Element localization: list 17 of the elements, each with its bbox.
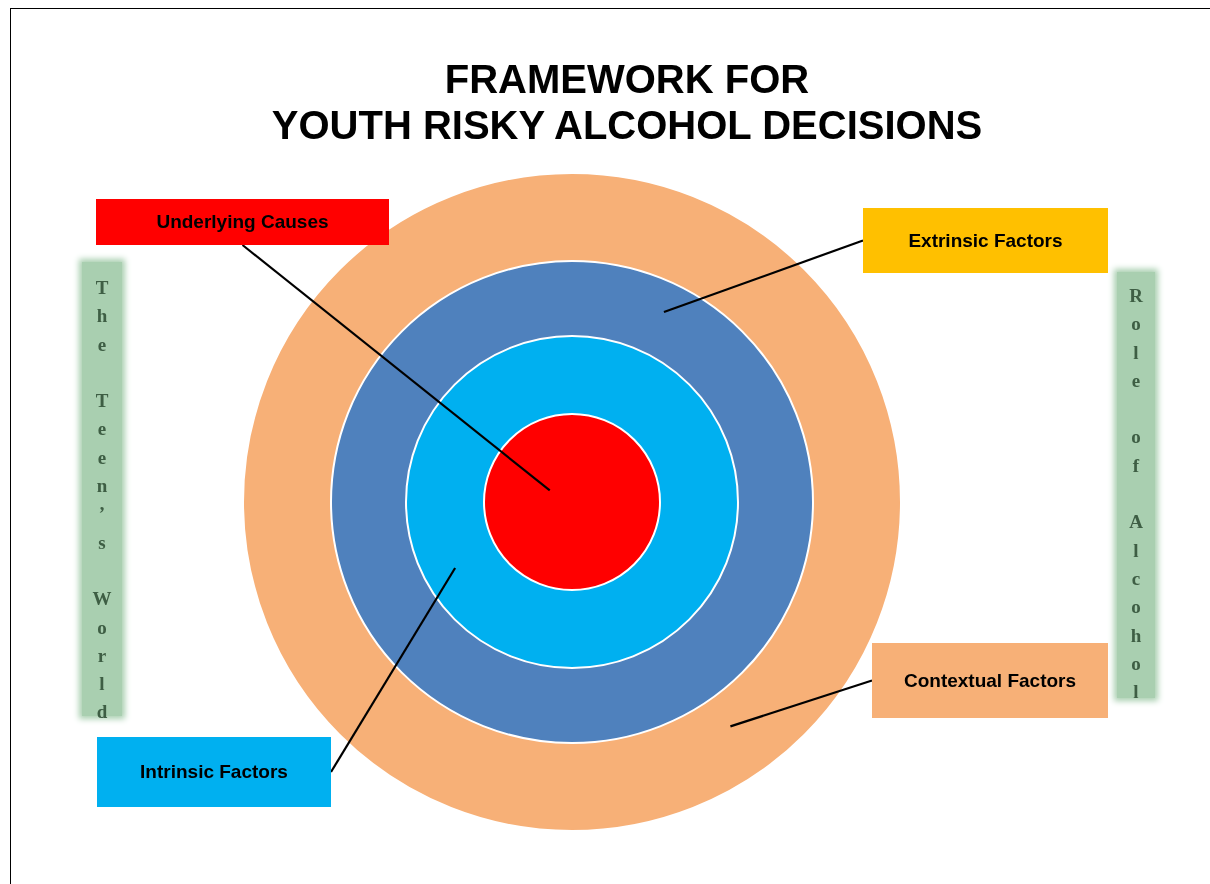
vertical-text: Role of Alcohol xyxy=(1128,284,1144,698)
box-label: Intrinsic Factors xyxy=(140,761,288,783)
title: FRAMEWORK FOR YOUTH RISKY ALCOHOL DECISIONS xyxy=(270,56,984,148)
vertical-text: The Teen’s World xyxy=(92,276,112,716)
label-box xyxy=(96,199,389,245)
box-label: Underlying Causes xyxy=(156,211,329,233)
leader-line xyxy=(663,239,864,314)
leader-line xyxy=(241,244,551,492)
label-box xyxy=(97,737,331,807)
side-band xyxy=(1117,272,1155,698)
leader-line xyxy=(730,679,873,728)
leader-line xyxy=(330,567,457,773)
label-box xyxy=(863,208,1108,273)
side-band xyxy=(82,262,122,716)
label-box xyxy=(872,643,1108,718)
box-label: Extrinsic Factors xyxy=(908,229,1063,252)
box-label: Contextual Factors xyxy=(903,669,1077,692)
